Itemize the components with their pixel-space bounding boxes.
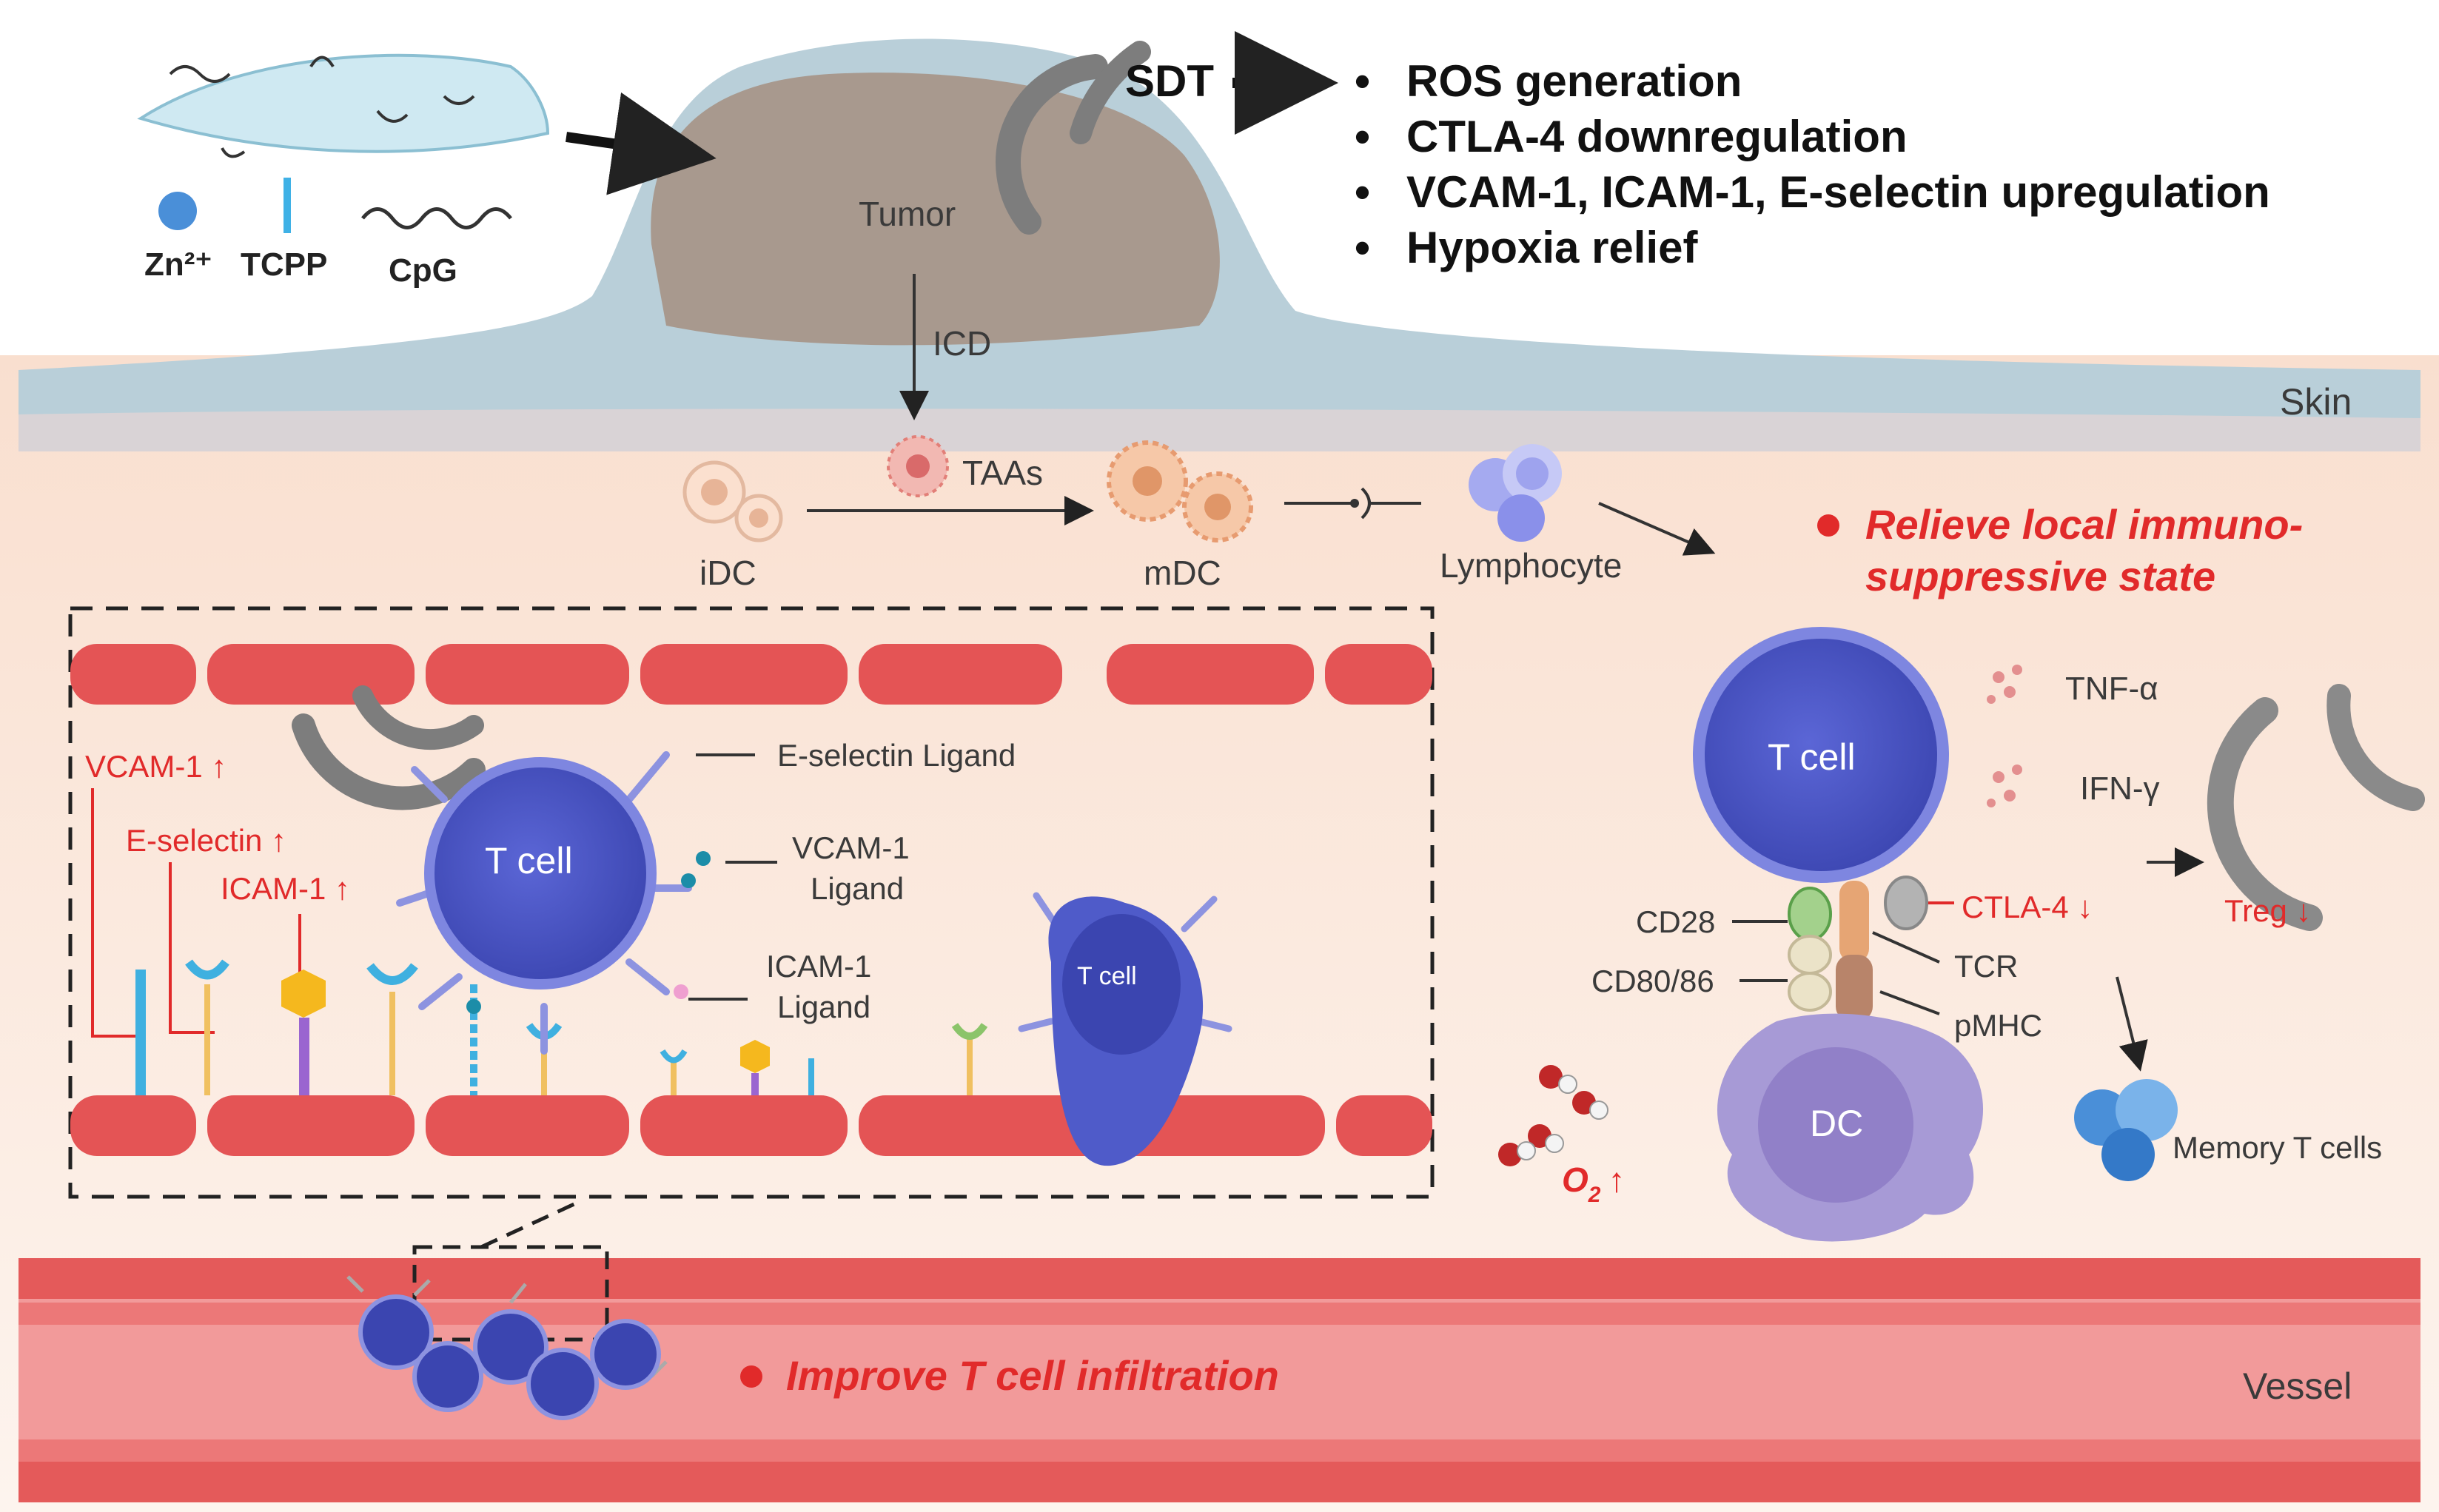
improve-bullet [740, 1365, 762, 1388]
tcr-label: TCR [1954, 949, 2018, 984]
tumor-label: Tumor [859, 195, 956, 233]
cpg-label: CpG [389, 252, 457, 289]
icd-label: ICD [933, 324, 991, 363]
idc-label: iDC [700, 554, 756, 592]
oxygen-molecules [1498, 1065, 1608, 1166]
pmhc-label: pMHC [1954, 1008, 2042, 1043]
lymphocyte-cells [1469, 444, 1562, 542]
icam-ligand-label-2: Ligand [777, 989, 870, 1024]
tcpp-label: TCPP [241, 246, 327, 283]
cpg-icon [361, 207, 512, 229]
sdt-effect-1: ROS generation [1406, 56, 1742, 106]
synapse-t-cell [1693, 627, 1949, 883]
taas-label: TAAs [962, 454, 1043, 492]
cd8086-label: CD80/86 [1591, 964, 1714, 998]
zn-label: Zn²⁺ [144, 246, 212, 283]
icam-ligand-label-1: ICAM-1 [766, 949, 871, 984]
sdt-effects-list: • ROS generation • CTLA-4 downregulation… [1355, 56, 2270, 272]
eselectin-up-label: E-selectin ↑ [126, 823, 286, 858]
eselectin-ligand-label: E-selectin Ligand [777, 738, 1016, 773]
nanosheet-icon [137, 53, 550, 158]
o2-label: O2↑ [1562, 1160, 1625, 1207]
cytokines [1987, 665, 2022, 807]
lymphocyte-arrow [1598, 502, 1716, 556]
svg-text:•: • [1355, 112, 1370, 161]
memory-t-cells [2074, 1079, 2178, 1181]
synapse-dc-label: DC [1810, 1103, 1863, 1144]
circulating-t-cells [346, 1275, 668, 1420]
tcpp-icon [284, 178, 291, 233]
sdt-effect-3: VCAM-1, ICAM-1, E-selectin upregulation [1406, 167, 2270, 217]
sdt-effect-4: Hypoxia relief [1406, 223, 1699, 272]
memory-t-cells-label: Memory T cells [2173, 1130, 2382, 1165]
taas-icon [887, 435, 949, 497]
vcam-ligand-label-1: VCAM-1 [792, 830, 910, 865]
synapse-t-cell-label: T cell [1768, 736, 1856, 778]
mdc-cells [1107, 440, 1253, 542]
pmhc-leader [1879, 990, 1940, 1015]
svg-text:•: • [1355, 167, 1370, 217]
ifn-label: IFN-γ [2080, 770, 2160, 807]
synapse-receptors [1788, 876, 1928, 1021]
zn-ion-icon [158, 192, 197, 230]
right-ultrasound-icon [2207, 684, 2425, 931]
icam-up-label: ICAM-1 ↑ [221, 871, 350, 906]
inset-t-cell-label: T cell [485, 840, 573, 881]
transmigrating-t-cell-label: T cell [1077, 962, 1137, 990]
transmigrating-t-cell [1018, 892, 1232, 1166]
blood-vessel [19, 1258, 2420, 1502]
synapse-dendritic-cell [1717, 1013, 1984, 1242]
skin-layer [19, 38, 2420, 451]
antigen-presentation-icon [1284, 487, 1421, 520]
sdt-effect-2: CTLA-4 downregulation [1406, 112, 1908, 161]
idc-cells [682, 460, 783, 542]
relieve-bullet [1817, 514, 1839, 537]
mdc-label: mDC [1144, 554, 1221, 592]
cd28-label: CD28 [1636, 904, 1715, 939]
treg-label: Treg ↓ [2224, 893, 2311, 928]
tcr-leader [1872, 931, 1940, 964]
relieve-text-1: Relieve local immuno- [1865, 501, 2303, 548]
vcam-up-label: VCAM-1 ↑ [85, 749, 227, 784]
skin-label: Skin [2280, 381, 2352, 423]
lymphocyte-label: Lymphocyte [1440, 546, 1622, 585]
vcam-ligand-label-2: Ligand [811, 871, 904, 906]
improve-text: Improve T cell infiltration [786, 1352, 1279, 1399]
ultrasound-icon [996, 41, 1151, 235]
inset-t-cell [396, 751, 711, 1055]
vessel-label: Vessel [2243, 1365, 2352, 1407]
svg-text:•: • [1355, 56, 1370, 106]
sdt-label: SDT [1125, 56, 1214, 106]
ctla4-label: CTLA-4 ↓ [1962, 890, 2093, 924]
tnf-label: TNF-α [2065, 671, 2158, 707]
delivery-arrow [566, 92, 717, 195]
inset-ultrasound-icon [292, 685, 486, 810]
relieve-text-2: suppressive state [1865, 553, 2215, 599]
svg-text:•: • [1355, 223, 1370, 272]
memory-arrow [2116, 976, 2148, 1072]
